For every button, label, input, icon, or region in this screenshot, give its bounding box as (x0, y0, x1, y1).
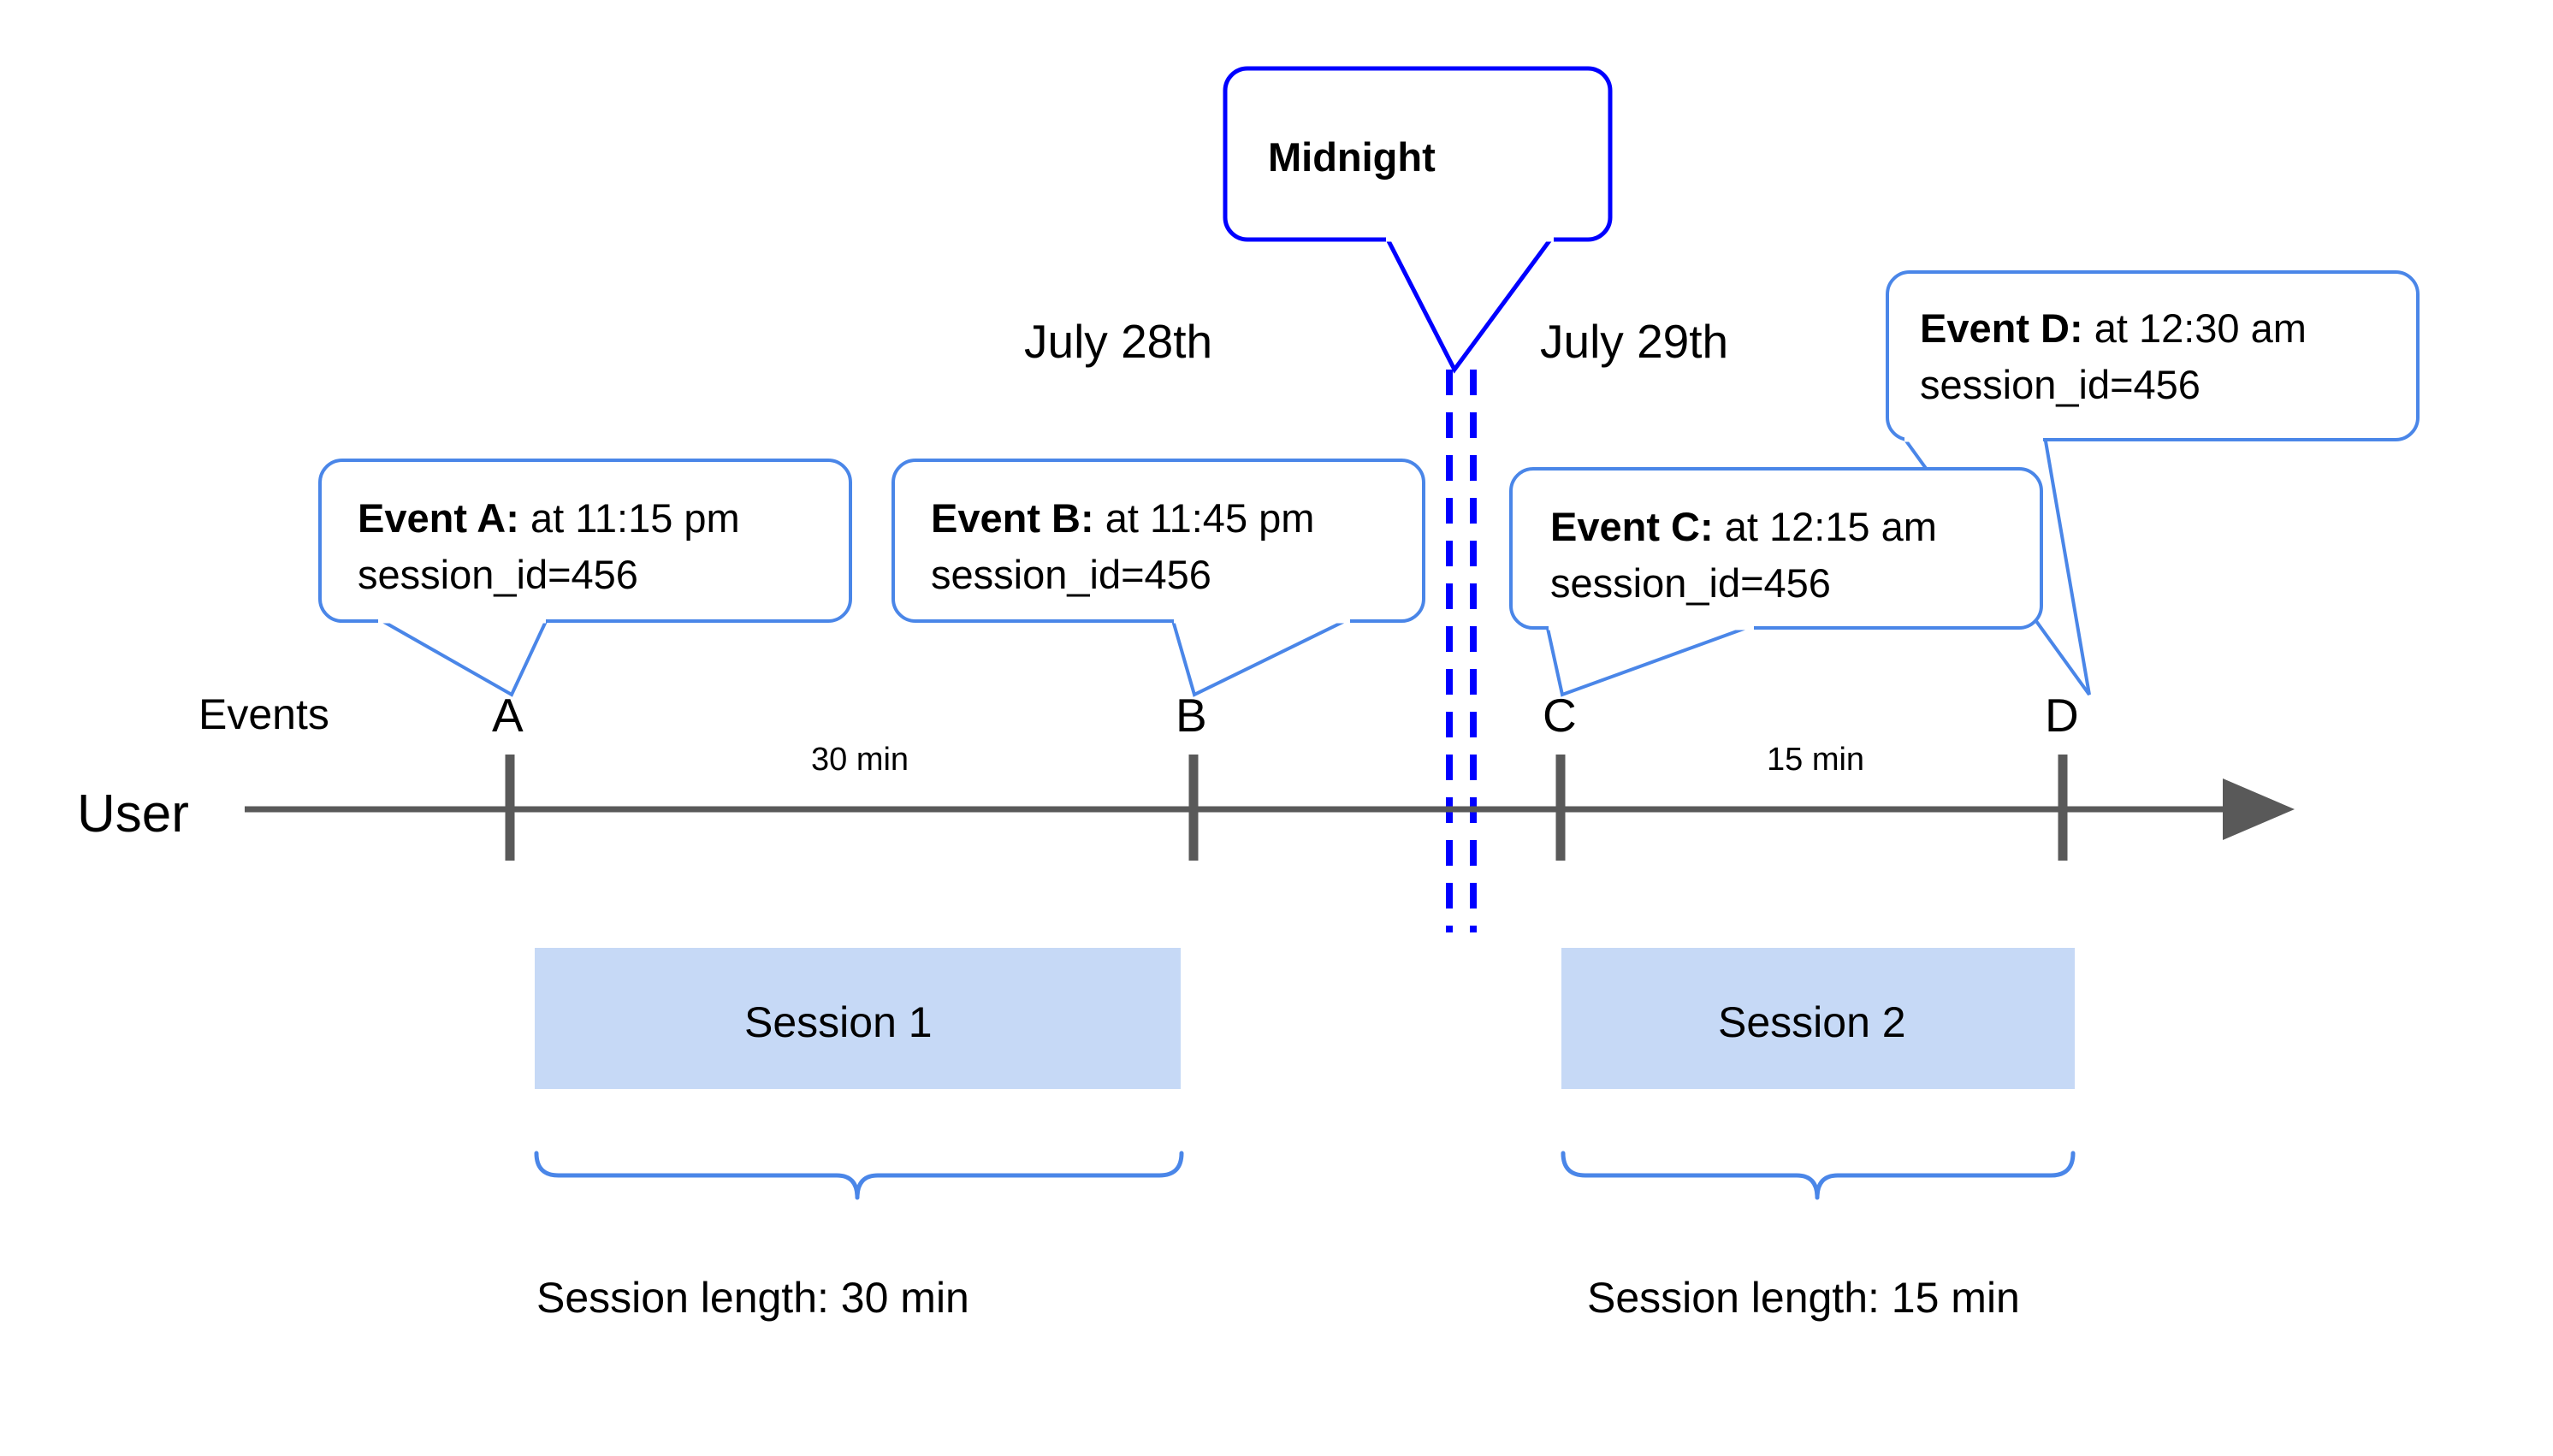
midnight-marker-lines (1446, 370, 1477, 932)
date-label-july-28: July 28th (1024, 315, 1212, 368)
event-callout-B-bold: Event B: (931, 495, 1094, 541)
event-callout-C-rest: at 12:15 am (1714, 504, 1937, 549)
user-row-label: User (77, 784, 189, 843)
event-callout-A-line1: Event A: at 11:15 pm (358, 495, 740, 541)
timeline-axis (245, 778, 2295, 840)
event-callout-D-line1: Event D: at 12:30 am (1920, 305, 2307, 351)
session-bar-1 (535, 948, 1181, 1089)
event-callout-C-box (1509, 467, 2043, 630)
event-callout-B-tail (1170, 616, 1353, 697)
event-callout-C: Event C: at 12:15 am session_id=456 (1509, 467, 2043, 697)
event-callout-C-bold: Event C: (1550, 504, 1714, 549)
session-1-length-label: Session length: 30 min (536, 1274, 969, 1322)
event-callout-A-rest: at 11:15 pm (519, 495, 740, 541)
tick-label-D: D (2045, 689, 2079, 742)
date-label-july-29: July 29th (1540, 315, 1728, 368)
duration-label-30min: 30 min (811, 742, 909, 778)
tick-label-B: B (1176, 689, 1207, 742)
tick-label-A: A (492, 689, 524, 742)
session-bar-1-label: Session 1 (744, 998, 933, 1046)
event-callout-D-line2: session_id=456 (1920, 362, 2201, 407)
event-callout-B-line2: session_id=456 (931, 552, 1211, 597)
event-callout-B-rest: at 11:45 pm (1094, 495, 1315, 541)
session-2-brace (1561, 1151, 2076, 1200)
events-row-label: Events (198, 690, 329, 738)
midnight-callout-tail (1380, 230, 1560, 374)
session-2-length-label: Session length: 15 min (1587, 1274, 2020, 1322)
session-1-brace (534, 1151, 1184, 1200)
event-callout-A-bold: Event A: (358, 495, 519, 541)
event-callout-D-rest: at 12:30 am (2083, 305, 2307, 351)
event-callout-A-tail (370, 616, 551, 697)
midnight-callout: Midnight (1223, 66, 1613, 374)
event-callout-C-tail (1544, 623, 1756, 697)
event-callout-B-box (891, 459, 1425, 623)
event-callout-B-line1: Event B: at 11:45 pm (931, 495, 1314, 541)
event-callout-A: Event A: at 11:15 pm session_id=456 (318, 459, 852, 697)
event-callout-D-bold: Event D: (1920, 305, 2083, 351)
event-callout-B: Event B: at 11:45 pm session_id=456 (891, 459, 1425, 697)
session-bar-2-label: Session 2 (1718, 998, 1906, 1046)
timeline-arrow-icon (2223, 778, 2295, 840)
midnight-callout-label: Midnight (1268, 134, 1436, 180)
duration-label-15min: 15 min (1767, 742, 1864, 778)
session-bar-2 (1561, 948, 2075, 1089)
event-callout-D-box (1886, 270, 2420, 441)
event-callout-A-box (318, 459, 852, 623)
event-callout-C-line1: Event C: at 12:15 am (1550, 504, 1937, 549)
tick-label-C: C (1543, 689, 1577, 742)
event-callout-C-line2: session_id=456 (1550, 560, 1831, 606)
event-callout-A-line2: session_id=456 (358, 552, 638, 597)
